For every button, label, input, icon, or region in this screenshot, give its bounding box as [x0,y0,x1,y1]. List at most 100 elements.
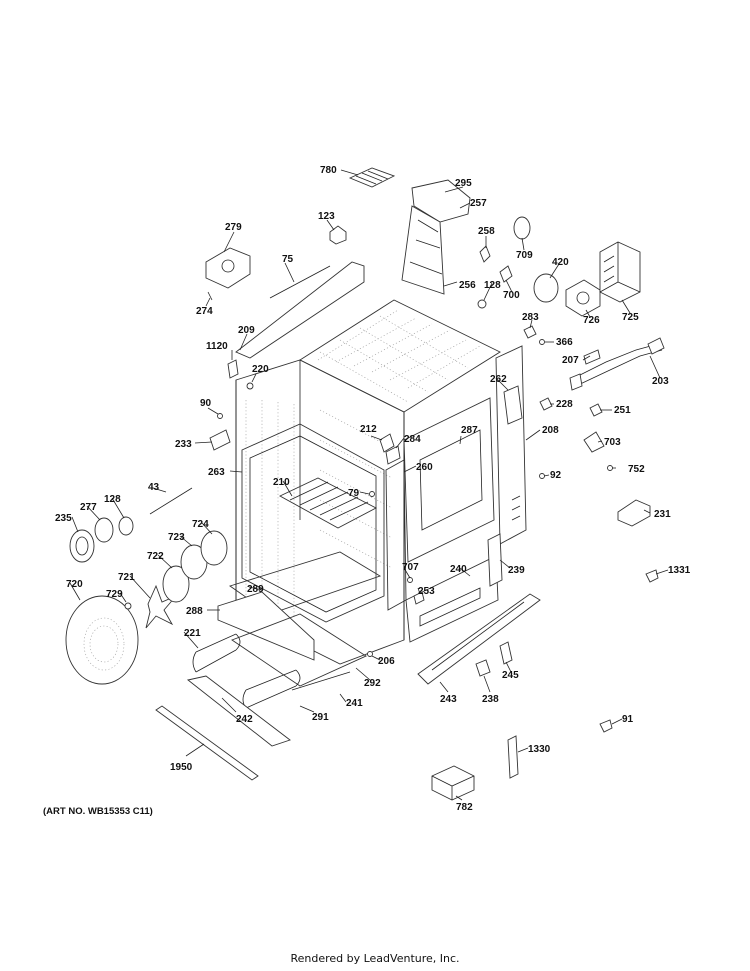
label-92[interactable]: 92 [550,470,562,481]
part-243-kick-panel[interactable] [417,593,541,685]
label-1120[interactable]: 1120 [206,341,228,352]
label-91[interactable]: 91 [622,714,634,725]
label-700[interactable]: 700 [503,290,520,301]
label-128b[interactable]: 128 [104,494,121,505]
part-212-bracket[interactable] [379,433,395,453]
part-726-convection-motor[interactable] [565,279,601,317]
label-233[interactable]: 233 [175,439,192,450]
label-257[interactable]: 257 [470,198,487,209]
part-231-hinge[interactable] [617,499,651,527]
part-245-leveler[interactable] [499,641,513,665]
label-287[interactable]: 287 [461,425,478,436]
part-221-bake-element[interactable] [192,633,241,673]
label-289[interactable]: 289 [247,584,264,595]
part-780-trim[interactable] [348,167,396,188]
part-207-connector[interactable] [583,349,601,365]
part-720-fan-shroud[interactable] [65,595,139,685]
part-260-frame-rail[interactable] [385,459,407,611]
part-43-probe[interactable] [149,487,193,515]
part-1120-clip[interactable] [227,359,239,379]
label-208[interactable]: 208 [542,425,559,436]
label-1331[interactable]: 1331 [668,565,691,576]
label-1950[interactable]: 1950 [170,762,193,773]
part-253-clip[interactable] [413,591,425,605]
label-721[interactable]: 721 [118,572,135,583]
part-203-wire-harness[interactable] [569,337,665,391]
label-253[interactable]: 253 [418,586,435,597]
label-256[interactable]: 256 [459,280,476,291]
part-238-clip[interactable] [475,659,491,677]
label-240[interactable]: 240 [450,564,467,575]
label-726[interactable]: 726 [583,315,600,326]
label-703[interactable]: 703 [604,437,621,448]
label-206[interactable]: 206 [378,656,395,667]
part-420-gasket[interactable] [533,273,559,303]
part-279-door-latch[interactable] [205,247,251,301]
part-90-screw[interactable] [217,413,223,419]
part-240-panel[interactable] [405,555,499,643]
part-263-door-frame[interactable] [241,423,385,623]
part-206-screw[interactable] [367,651,373,657]
part-700-screw[interactable] [499,265,513,283]
label-251[interactable]: 251 [614,405,631,416]
label-221[interactable]: 221 [184,628,201,639]
part-75-rod[interactable] [269,265,331,299]
label-210[interactable]: 210 [273,477,290,488]
part-210-oven-rack[interactable] [279,477,377,529]
part-283-clip[interactable] [523,325,537,339]
part-239-bracket[interactable] [487,533,503,587]
label-79[interactable]: 79 [348,488,360,499]
label-209[interactable]: 209 [238,325,255,336]
part-233-bracket[interactable] [209,429,231,451]
part-722-fan-cover[interactable] [162,565,190,603]
part-707-screw[interactable] [407,577,413,583]
part-729-nut[interactable] [124,602,132,610]
label-262[interactable]: 262 [490,374,507,385]
label-284[interactable]: 284 [404,434,421,445]
label-128a[interactable]: 128 [484,280,501,291]
part-277-gasket[interactable] [94,517,114,543]
part-262-bracket[interactable] [503,385,523,425]
label-243[interactable]: 243 [440,694,457,705]
part-92-screw[interactable] [539,473,545,479]
label-366[interactable]: 366 [556,337,573,348]
label-220[interactable]: 220 [252,364,269,375]
label-295[interactable]: 295 [455,178,472,189]
label-123[interactable]: 123 [318,211,335,222]
part-287-rear-panel[interactable] [403,397,495,563]
part-703-bracket[interactable] [583,431,605,453]
label-725[interactable]: 725 [622,312,639,323]
label-782[interactable]: 782 [456,802,473,813]
label-722[interactable]: 722 [147,551,164,562]
label-238[interactable]: 238 [482,694,499,705]
label-277[interactable]: 277 [80,502,97,513]
part-752-screw[interactable] [607,465,613,471]
label-292[interactable]: 292 [364,678,381,689]
part-228-clip[interactable] [539,397,553,411]
part-220-screw[interactable] [246,382,254,390]
label-720[interactable]: 720 [66,579,83,590]
part-235-motor[interactable] [69,529,95,563]
label-212[interactable]: 212 [360,424,377,435]
label-780[interactable]: 780 [320,165,337,176]
label-258[interactable]: 258 [478,226,495,237]
label-707[interactable]: 707 [402,562,419,573]
label-729[interactable]: 729 [106,589,123,600]
part-288-drawer-front[interactable] [217,591,315,661]
label-203[interactable]: 203 [652,376,669,387]
part-128-washer-b[interactable] [118,516,134,536]
label-279[interactable]: 279 [225,222,242,233]
part-292-drawer-bottom[interactable] [231,613,367,687]
label-207[interactable]: 207 [562,355,579,366]
label-231[interactable]: 231 [654,509,671,520]
part-721-fan-blade[interactable] [145,584,177,629]
part-258-clip[interactable] [479,245,491,263]
part-251-grommet[interactable] [589,403,603,417]
part-1331-screw[interactable] [645,569,659,583]
part-241-rail[interactable] [291,671,351,691]
label-752[interactable]: 752 [628,464,645,475]
part-284-bracket[interactable] [385,445,401,465]
part-242-burner-rail[interactable] [186,675,291,747]
part-1950-strip[interactable] [155,705,259,781]
label-90[interactable]: 90 [200,398,212,409]
